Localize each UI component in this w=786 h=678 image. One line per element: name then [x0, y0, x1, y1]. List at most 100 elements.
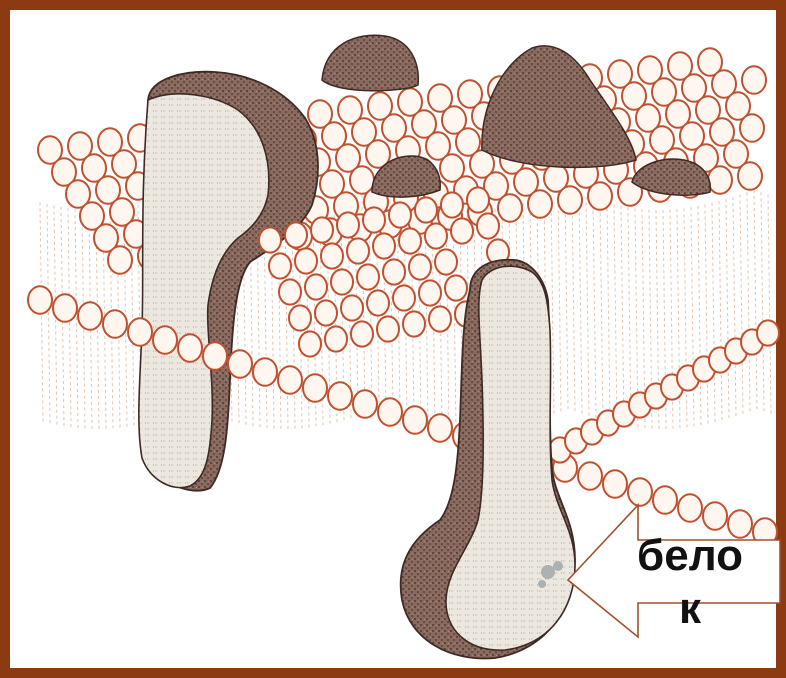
lipid-head — [451, 218, 473, 243]
lipid-tail — [768, 195, 771, 415]
lipid-tail — [565, 190, 568, 410]
lipid-head — [305, 274, 327, 299]
lipid-head — [337, 212, 359, 237]
lipid-head — [367, 290, 389, 315]
lipid-head — [467, 187, 489, 212]
lipid-head — [377, 316, 399, 341]
lipid-head — [708, 166, 732, 194]
lipid-head — [303, 374, 327, 402]
lipid-head — [331, 269, 353, 294]
lipid-head — [285, 222, 307, 247]
lipid-head — [269, 253, 291, 278]
lipid-head — [403, 406, 427, 434]
lipid-head — [441, 192, 463, 217]
lipid-tail — [572, 192, 575, 412]
lipid-head — [363, 207, 385, 232]
lipid-tail — [551, 195, 554, 415]
lipid-head — [415, 197, 437, 222]
lipid-head — [477, 213, 499, 238]
lipid-tail — [719, 201, 722, 421]
lipid-tail — [712, 203, 715, 423]
lipid-tail — [684, 208, 687, 428]
lipid-head — [403, 311, 425, 336]
lipid-tail — [761, 192, 764, 412]
lipid-head — [203, 342, 227, 370]
lipid-head — [399, 228, 421, 253]
lipid-head — [228, 350, 252, 378]
lipid-tail — [579, 194, 582, 414]
lipid-head — [703, 502, 727, 530]
lipid-tail — [593, 199, 596, 419]
lipid-head — [108, 246, 132, 274]
lipid-head — [103, 310, 127, 338]
lipid-head — [389, 202, 411, 227]
lipid-head — [325, 326, 347, 351]
lipid-head — [603, 470, 627, 498]
lipid-tail — [607, 203, 610, 423]
lipid-head — [393, 285, 415, 310]
lipid-head — [289, 305, 311, 330]
lipid-tail — [600, 201, 603, 421]
lipid-tail — [705, 205, 708, 425]
lipid-head — [383, 259, 405, 284]
lipid-tail — [754, 190, 757, 410]
lipid-tail — [558, 192, 561, 412]
lipid-head — [295, 248, 317, 273]
callout-label-line1: бело — [637, 531, 743, 580]
lipid-head — [347, 238, 369, 263]
lipid-head — [78, 302, 102, 330]
lipid-head — [409, 254, 431, 279]
lipid-head — [378, 398, 402, 426]
lipid-head — [498, 194, 522, 222]
lipid-tail — [747, 192, 750, 412]
lipid-head — [153, 326, 177, 354]
lipid-tail — [691, 207, 694, 427]
lipid-head — [558, 186, 582, 214]
lipid-head — [435, 249, 457, 274]
lipid-head — [353, 390, 377, 418]
lipid-head — [328, 382, 352, 410]
lipid-tail — [726, 199, 729, 419]
lipid-head — [278, 366, 302, 394]
lipid-head — [178, 334, 202, 362]
lipid-head — [578, 462, 602, 490]
lipid-head — [253, 358, 277, 386]
lipid-head — [279, 279, 301, 304]
lipid-tail — [614, 204, 617, 424]
lipid-head — [757, 320, 779, 345]
lipid-head — [357, 264, 379, 289]
lipid-head — [653, 486, 677, 514]
lipid-head — [528, 190, 552, 218]
callout-label-line2: к — [679, 584, 702, 633]
lipid-head — [628, 478, 652, 506]
lipid-tail — [621, 206, 624, 426]
lipid-tail — [740, 195, 743, 415]
lipid-head — [28, 286, 52, 314]
lipid-head — [53, 294, 77, 322]
lipid-tail — [628, 207, 631, 427]
lipid-head — [429, 306, 451, 331]
lipid-head — [299, 331, 321, 356]
lipid-head — [351, 321, 373, 346]
lipid-head — [373, 233, 395, 258]
lipid-head — [738, 162, 762, 190]
lipid-head — [740, 114, 764, 142]
lipid-head — [315, 300, 337, 325]
lipid-head — [311, 217, 333, 242]
lipid-head — [445, 275, 467, 300]
lipid-head — [678, 494, 702, 522]
lipid-head — [341, 295, 363, 320]
lipid-head — [742, 66, 766, 94]
lipid-tail — [47, 204, 50, 424]
lipid-head — [128, 318, 152, 346]
lipid-head — [321, 243, 343, 268]
lipid-tail — [586, 197, 589, 417]
lipid-tail — [733, 197, 736, 417]
lipid-tail — [698, 206, 701, 426]
lipid-head — [425, 223, 447, 248]
lipid-head — [428, 414, 452, 442]
lipid-head — [419, 280, 441, 305]
lipid-head — [588, 182, 612, 210]
lipid-head — [259, 227, 281, 252]
